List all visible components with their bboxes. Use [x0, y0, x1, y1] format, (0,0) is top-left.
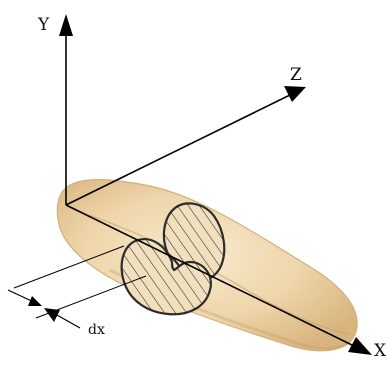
z-axis [65, 93, 293, 206]
axes: Y Z X [37, 14, 387, 361]
y-axis-label: Y [37, 15, 50, 35]
dx-extension-line-1 [13, 245, 125, 289]
cross-section-front [120, 238, 212, 316]
dx-label: dx [88, 322, 105, 338]
z-axis-label: Z [290, 65, 302, 85]
dx-arrowhead-1 [28, 296, 42, 306]
dx-dimension: dx [7, 245, 147, 338]
grain-crease [79, 211, 349, 335]
x-axis-label: X [374, 341, 387, 361]
z-axis-arrowhead [284, 86, 306, 102]
dx-arrowhead-2 [44, 308, 60, 322]
y-axis-arrowhead [59, 14, 73, 36]
x-axis-arrowhead [348, 337, 372, 355]
x-axis [65, 204, 355, 347]
